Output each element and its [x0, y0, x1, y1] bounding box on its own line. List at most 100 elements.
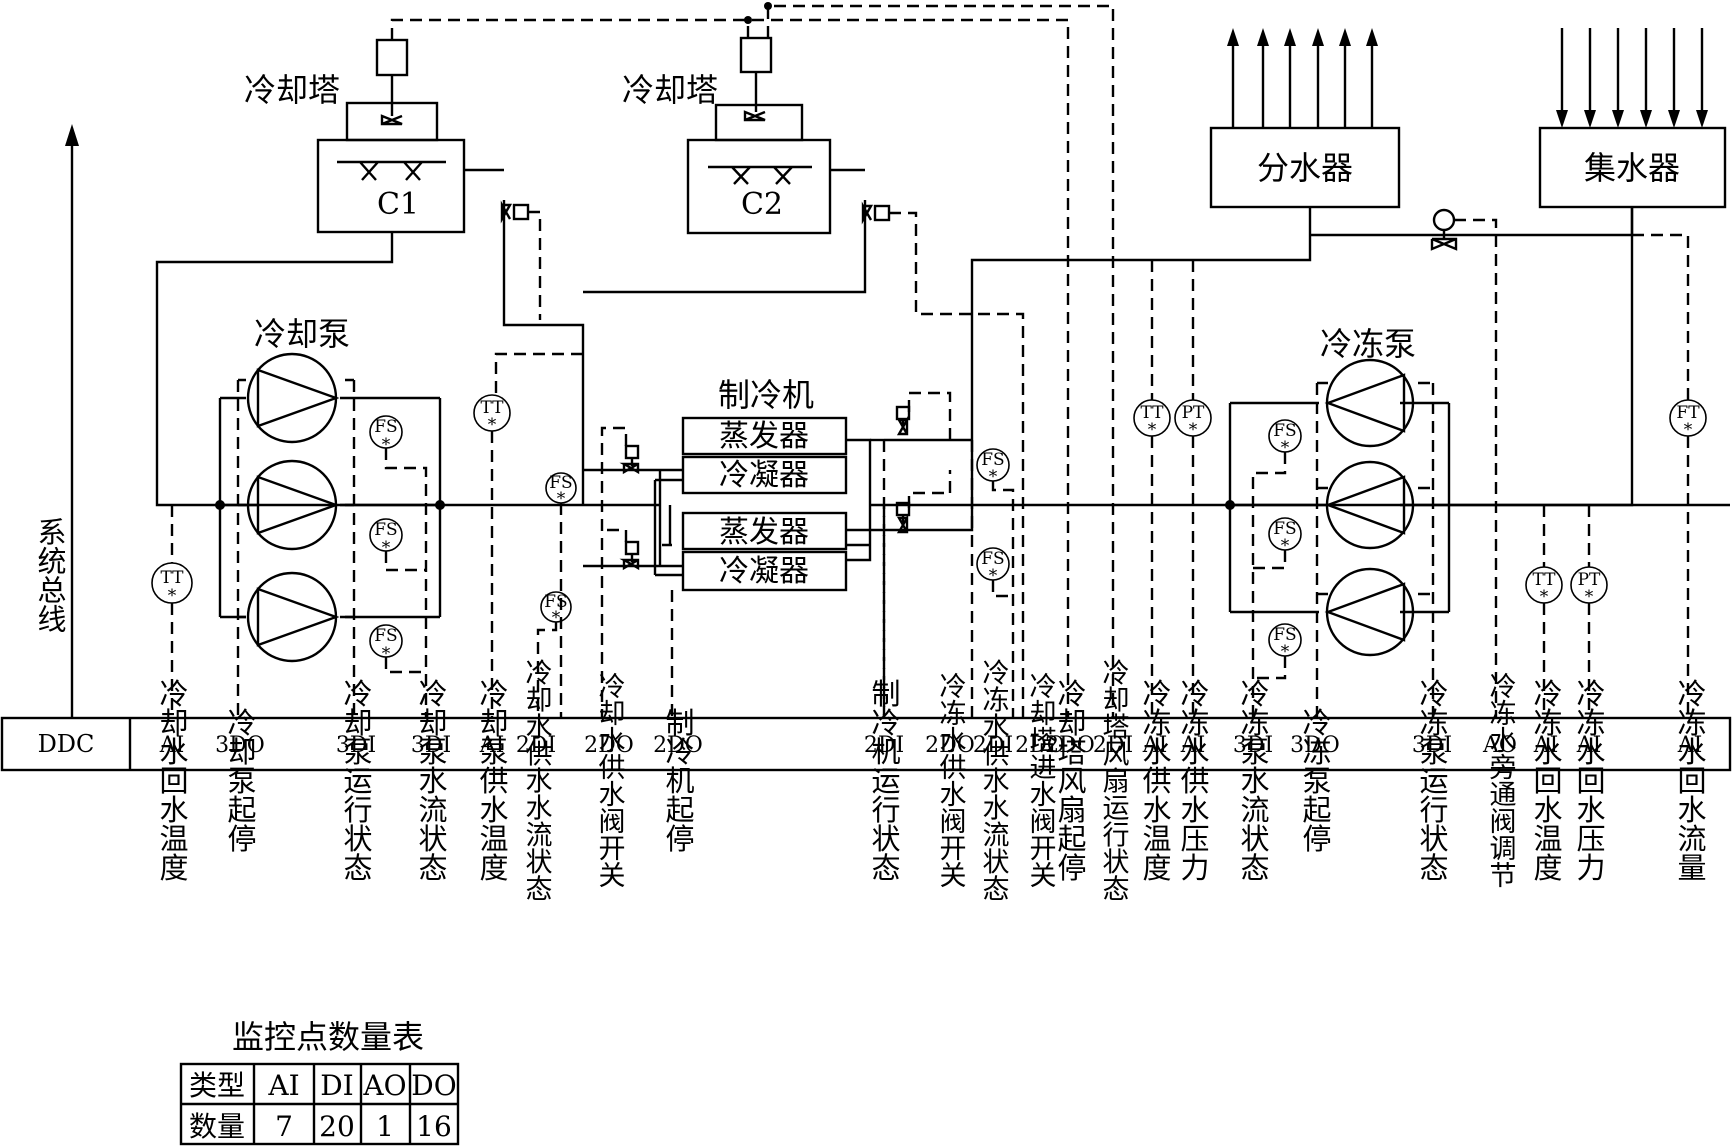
signal-desc-10: 冷冻水供水阀开关 — [935, 672, 967, 888]
signal-type-17: 3DI — [1233, 733, 1273, 758]
signal-type-16: AI — [1180, 733, 1206, 758]
signal-type-7: 2DO — [584, 733, 634, 758]
signal-desc-15: 冷冻水供水温度 — [1138, 678, 1172, 881]
collector-label: 集水器 — [1584, 149, 1680, 187]
ddc-bar — [0, 716, 1732, 772]
svg-text:*: * — [1684, 420, 1693, 440]
svg-text:*: * — [1540, 587, 1549, 607]
svg-text:*: * — [168, 586, 177, 606]
signal-desc-14: 冷却塔风扇运行状态 — [1098, 658, 1130, 901]
svg-text:*: * — [1585, 587, 1594, 607]
chiller-label: 制冷机 — [718, 376, 814, 414]
table-row-label: 数量 — [189, 1110, 245, 1143]
svg-text:*: * — [1281, 642, 1290, 662]
cooling-tower-label-2: 冷却塔 — [622, 71, 718, 109]
signal-desc-21: 冷冻水回水温度 — [1529, 678, 1563, 881]
condenser-2: 冷凝器 — [719, 554, 809, 589]
svg-text:*: * — [382, 538, 391, 558]
table-title: 监控点数量表 — [232, 1018, 424, 1056]
signal-type-1: AI — [159, 733, 185, 758]
signal-type-5: AI — [479, 733, 505, 758]
signal-type-12: 2DO — [1015, 733, 1065, 758]
cooling-supply-flow-switches: FS * FS * — [536, 472, 577, 745]
table-value-ao: 1 — [376, 1110, 394, 1143]
cooling-supply-temp-sensor: TT * — [473, 352, 583, 745]
water-distributor: 分水器 — [1209, 28, 1401, 209]
signal-desc-19: 冷冻泵运行状态 — [1415, 678, 1449, 881]
svg-text:*: * — [382, 644, 391, 664]
svg-text:TT: TT — [161, 568, 185, 588]
tower-2-valve — [861, 201, 1025, 745]
svg-text:*: * — [1281, 536, 1290, 556]
signal-type-13: 2DO — [1045, 733, 1095, 758]
signal-desc-13: 冷却塔风扇起停 — [1053, 678, 1087, 881]
signal-type-9: 2DI — [864, 733, 904, 758]
chilled-return-sensors: TT * PT * FT * — [1525, 233, 1707, 745]
signal-desc-18: 冷冻泵起停 — [1298, 707, 1332, 852]
signal-desc-9: 制冷机运行状态 — [867, 678, 901, 881]
condenser-valves — [600, 426, 640, 745]
distributor-label: 分水器 — [1257, 149, 1353, 187]
signal-type-23: AI — [1677, 733, 1703, 758]
signal-desc-1: 冷却水回水温度 — [155, 678, 189, 881]
evaporator-1: 蒸发器 — [719, 419, 809, 454]
chilled-supply-sensors: TT * PT * — [1133, 260, 1212, 745]
signal-desc-4: 冷却泵水流状态 — [414, 678, 448, 881]
cooling-tower-2: C2 冷却塔 — [622, 36, 832, 235]
water-collector: 集水器 — [1538, 28, 1727, 209]
cooling-tower-label-1: 冷却塔 — [244, 71, 340, 109]
signal-desc-20: 冷冻水旁通阀调节 — [1485, 672, 1517, 888]
signal-type-22: AI — [1576, 733, 1602, 758]
table-header-di: DI — [320, 1069, 354, 1102]
svg-text:FS: FS — [981, 450, 1004, 470]
table-value-do: 16 — [416, 1110, 452, 1143]
signal-type-19: 3DI — [1412, 733, 1452, 758]
signal-type-21: AI — [1533, 733, 1559, 758]
condenser-1: 冷凝器 — [719, 458, 809, 493]
svg-text:FS: FS — [1273, 519, 1296, 539]
cooling-pump-label: 冷却泵 — [254, 315, 350, 353]
signal-type-11: 2DI — [973, 733, 1013, 758]
svg-text:PT: PT — [1578, 570, 1601, 590]
signal-type-10: 2DO — [925, 733, 975, 758]
monitoring-point-table: 监控点数量表 类型 AI DI AO DO 数量 7 20 1 16 — [179, 1018, 460, 1146]
cooling-pump-flow-switches: FS * FS * FS * — [369, 415, 428, 745]
table-value-di: 20 — [319, 1110, 355, 1143]
signal-desc-5: 冷却泵供水温度 — [475, 678, 509, 881]
signal-type-18: 3DO — [1290, 733, 1340, 758]
signal-type-14: 2DI — [1093, 733, 1133, 758]
svg-text:FS: FS — [1273, 421, 1296, 441]
signal-desc-7: 冷却水供水阀开关 — [594, 672, 626, 888]
svg-text:*: * — [989, 566, 998, 586]
signal-desc-12: 冷却塔进水阀开关 — [1025, 672, 1057, 888]
signal-desc-22: 冷冻水回水压力 — [1572, 678, 1606, 881]
svg-text:FS: FS — [549, 473, 572, 493]
table-header-ao: AO — [362, 1069, 406, 1102]
signal-desc-8: 制冷机起停 — [661, 707, 695, 852]
svg-text:*: * — [989, 467, 998, 487]
signal-desc-3: 冷却泵运行状态 — [339, 678, 373, 881]
system-bus-label: 系统总线 — [33, 517, 67, 633]
bypass-valve — [1310, 207, 1634, 745]
signal-type-3: 3DI — [336, 733, 376, 758]
signal-type-20: AO — [1482, 733, 1517, 758]
signal-desc-16: 冷冻水供水压力 — [1176, 678, 1210, 881]
svg-text:FS: FS — [374, 417, 397, 437]
chilled-pump-group — [1225, 207, 1634, 657]
svg-text:*: * — [1148, 420, 1157, 440]
table-header-type: 类型 — [189, 1069, 245, 1102]
svg-text:*: * — [382, 435, 391, 455]
svg-text:TT: TT — [1533, 570, 1557, 590]
tower-2-label: C2 — [741, 187, 783, 222]
svg-text:FS: FS — [374, 520, 397, 540]
table-header-ai: AI — [267, 1069, 299, 1102]
signal-type-15: AI — [1142, 733, 1168, 758]
cooling-tower-1: C1 冷却塔 — [244, 38, 466, 234]
signal-desc-11: 冷冻水供水水流状态 — [978, 658, 1010, 901]
ddc-label: DDC — [38, 730, 95, 758]
tower-1-valve — [500, 200, 542, 320]
svg-text:TT: TT — [481, 398, 505, 418]
svg-text:*: * — [1281, 438, 1290, 458]
cooling-pump-group — [215, 352, 445, 663]
